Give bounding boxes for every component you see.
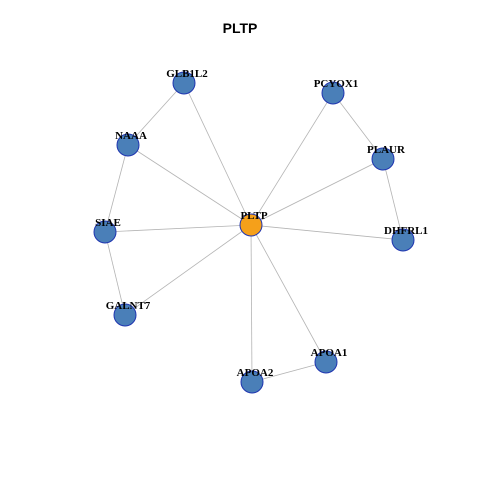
edge-plaur-dhfrl1 <box>382 158 404 241</box>
graph-title: PLTP <box>222 20 258 36</box>
edge-siae-galnt7 <box>104 231 126 316</box>
edge-pltp-siae <box>104 224 252 233</box>
edge-pltp-apoa1 <box>250 224 327 363</box>
edge-pltp-dhfrl1 <box>250 224 404 241</box>
node-plaur[interactable] <box>371 147 395 171</box>
node-label-pltp: PLTP <box>240 210 267 222</box>
edge-pltp-galnt7 <box>124 224 252 316</box>
node-label-plaur: PLAUR <box>367 144 406 156</box>
node-label-glb1l2: GLB1L2 <box>166 68 208 80</box>
node-dhfrl1[interactable] <box>391 228 415 252</box>
edge-glb1l2-naaa <box>127 82 185 146</box>
node-galnt7[interactable] <box>113 303 137 327</box>
node-label-naaa: NAAA <box>115 130 147 142</box>
edge-pltp-plaur <box>250 158 384 226</box>
edge-naaa-siae <box>104 144 129 233</box>
node-apoa1[interactable] <box>314 350 338 374</box>
edge-pltp-glb1l2 <box>183 82 252 226</box>
node-glb1l2[interactable] <box>172 71 196 95</box>
node-label-dhfrl1: DHFRL1 <box>384 225 428 237</box>
edges-layer <box>104 82 404 383</box>
edge-pltp-pcyox1 <box>250 92 334 226</box>
node-label-apoa1: APOA1 <box>311 347 348 359</box>
edge-pltp-naaa <box>127 144 252 226</box>
nodes-layer <box>93 71 415 394</box>
edge-pcyox1-plaur <box>332 92 384 160</box>
edge-pltp-apoa2 <box>250 224 253 383</box>
edge-apoa1-apoa2 <box>251 361 327 383</box>
node-label-apoa2: APOA2 <box>237 367 274 379</box>
node-siae[interactable] <box>93 220 117 244</box>
node-naaa[interactable] <box>116 133 140 157</box>
node-pcyox1[interactable] <box>321 81 345 105</box>
node-label-galnt7: GALNT7 <box>106 300 151 312</box>
node-pltp[interactable] <box>239 213 263 237</box>
node-label-siae: SIAE <box>95 217 121 229</box>
node-label-pcyox1: PCYOX1 <box>314 78 359 90</box>
node-apoa2[interactable] <box>240 370 264 394</box>
